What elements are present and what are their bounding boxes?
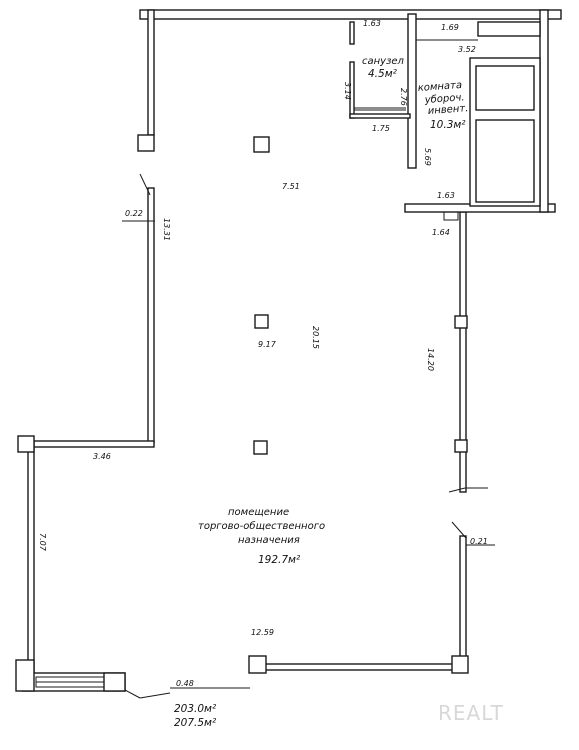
dim-0-21: 0.21 xyxy=(470,537,488,546)
storage-name-line1: комната xyxy=(417,80,462,94)
storage-name-line2: убороч. xyxy=(423,91,465,106)
main-room-area: 192.7м² xyxy=(258,554,301,566)
total-area-2: 207.5м² xyxy=(174,717,217,729)
bathroom-name: санузел xyxy=(362,56,405,67)
dim-3-14: 3.14 xyxy=(343,82,352,100)
main-room-name-line3: назначения xyxy=(238,535,300,546)
bathroom-walls xyxy=(349,21,411,119)
dim-1-69: 1.69 xyxy=(441,23,459,32)
dim-7-07: 7.07 xyxy=(38,533,47,552)
total-area-1: 203.0м² xyxy=(174,703,217,715)
dim-20-15: 20.15 xyxy=(311,326,320,349)
dim-0-22: 0.22 xyxy=(125,209,143,218)
dim-3-46: 3.46 xyxy=(93,452,111,461)
columns xyxy=(15,134,469,692)
dim-1-75: 1.75 xyxy=(372,124,390,133)
dim-3-52: 3.52 xyxy=(458,45,476,54)
leaders xyxy=(122,220,495,689)
dim-13-31: 13.31 xyxy=(162,218,171,241)
storage-name-line3: инвент. xyxy=(427,103,468,117)
watermark-logo: REALT xyxy=(438,701,504,725)
main-room-name-line1: помещение xyxy=(228,507,289,518)
main-room-name-line2: торгово-общественного xyxy=(198,520,325,532)
dim-1-63-mid: 1.63 xyxy=(437,191,455,200)
bathroom-area: 4.5м² xyxy=(368,68,398,80)
openings xyxy=(124,173,488,699)
dim-5-69: 5.69 xyxy=(423,148,432,166)
dim-14-20: 14.20 xyxy=(426,348,435,371)
outer-walls xyxy=(21,9,562,692)
dim-12-59: 12.59 xyxy=(251,628,274,637)
dimension-labels: 1.63 1.69 3.52 3.14 2.76 1.75 5.69 1.63 … xyxy=(38,19,488,688)
storage-area: 10.3м² xyxy=(430,119,466,131)
total-areas: 203.0м² 207.5м² xyxy=(174,703,217,729)
dim-0-48: 0.48 xyxy=(176,679,194,688)
dim-2-76: 2.76 xyxy=(399,88,408,106)
dim-9-17: 9.17 xyxy=(258,340,277,349)
dim-1-63-top: 1.63 xyxy=(363,19,381,28)
storage-blocks xyxy=(416,21,541,221)
dim-7-51: 7.51 xyxy=(282,182,300,191)
dim-1-64: 1.64 xyxy=(432,228,450,237)
room-labels: санузел 4.5м² комната убороч. инвент. 10… xyxy=(198,56,469,566)
